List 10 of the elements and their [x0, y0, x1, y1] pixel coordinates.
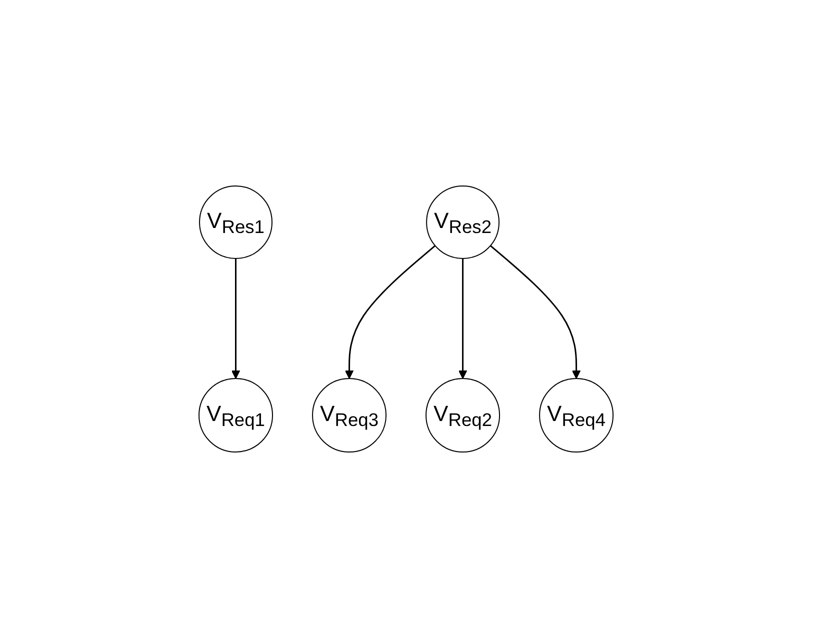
arrow [490, 245, 582, 379]
node-circle: V$_{Req1}$ [198, 378, 274, 452]
node-circle: V$_{Req4}$ [540, 378, 614, 452]
node-circle: V$_{Res2}$ [426, 186, 500, 259]
node-circle: V$_{Res1}$ [199, 186, 273, 259]
arrow [232, 258, 241, 379]
node-circle: V$_{Req2}$ [426, 378, 501, 452]
arrow [345, 245, 436, 379]
node-circle: V$_{Req3}$ [312, 378, 387, 452]
arrow [458, 258, 468, 379]
